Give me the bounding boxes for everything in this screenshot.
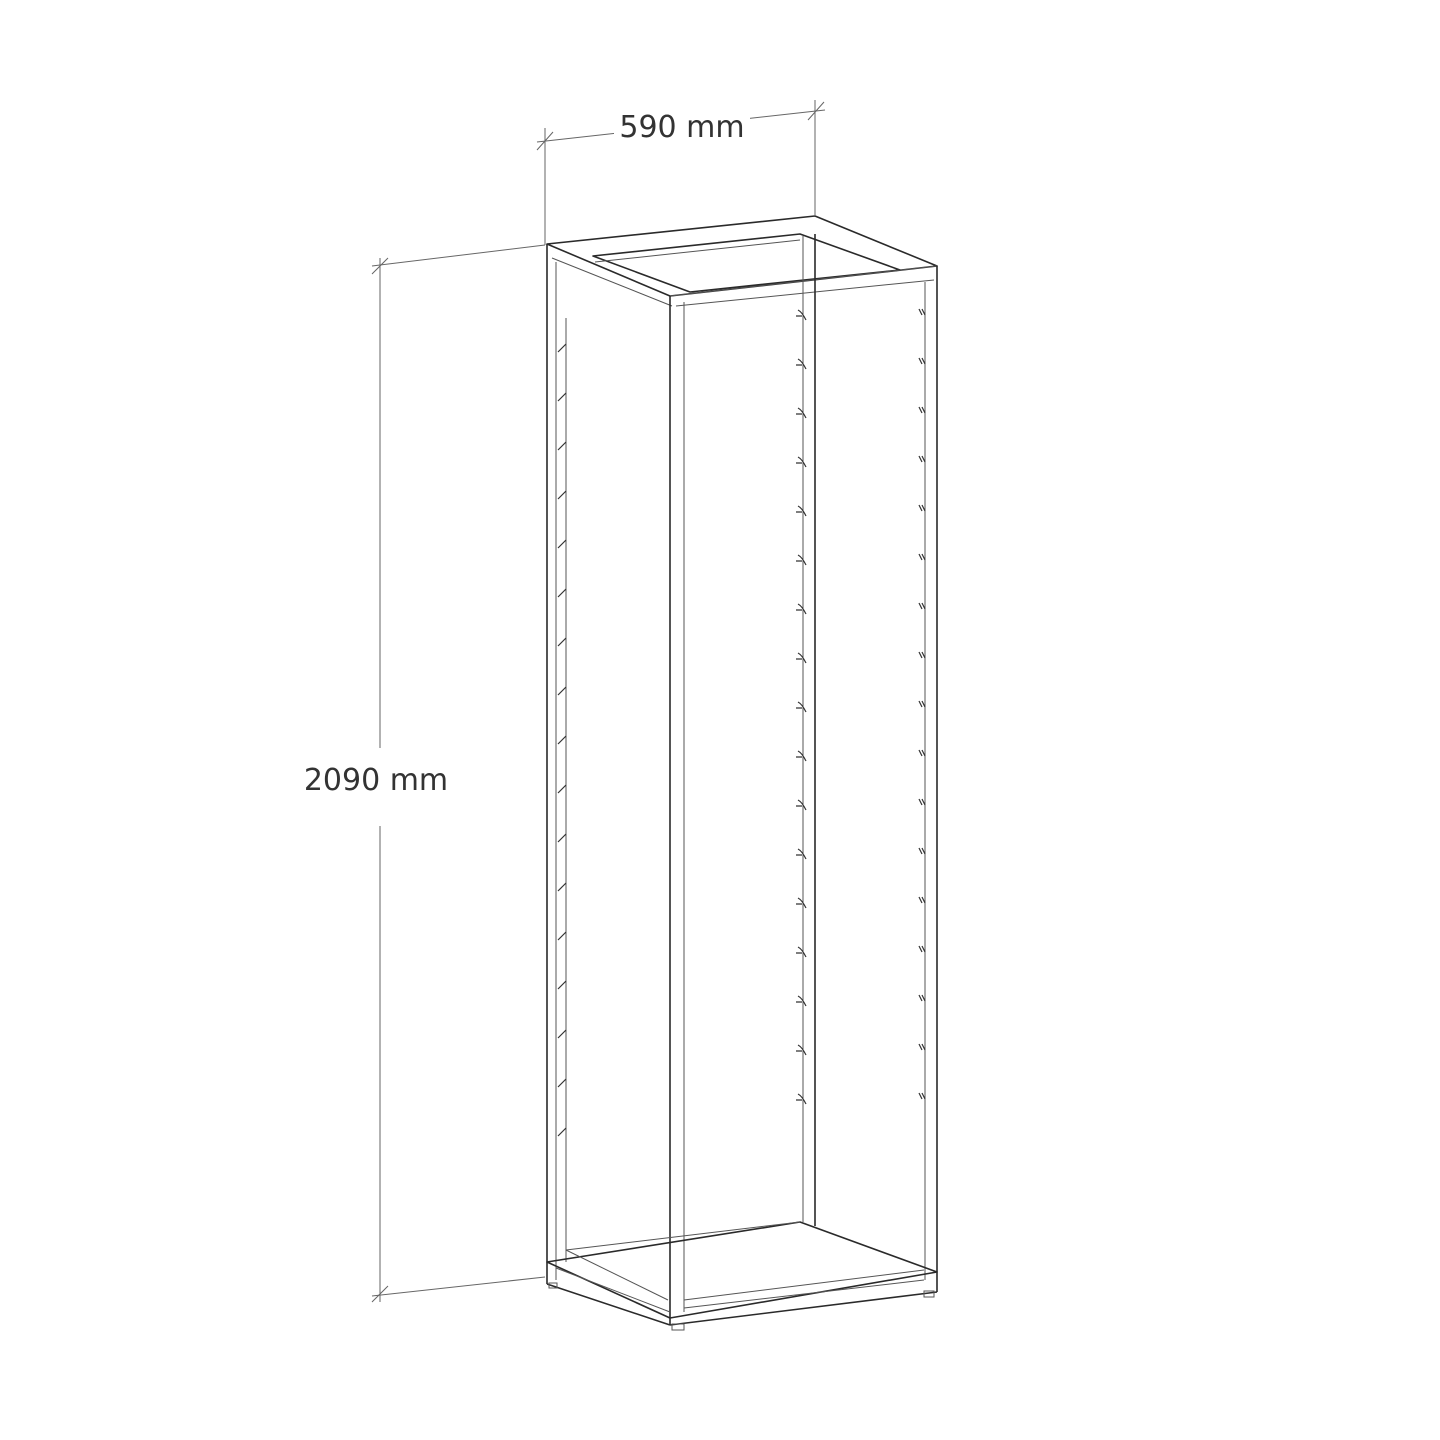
width-dimension: 590 mm — [536, 100, 826, 245]
middle-pin-slot — [796, 799, 807, 811]
middle-pin-slot — [796, 1044, 807, 1056]
left-pin-slot — [557, 686, 567, 696]
height-extension-top — [371, 244, 546, 267]
width-tick-left — [536, 131, 554, 151]
left-pin-slot — [557, 441, 567, 451]
left-pin-slot — [557, 539, 567, 549]
left-pin-slot — [557, 392, 567, 402]
top-frame-outer — [546, 215, 938, 297]
right-pin-slot — [918, 651, 926, 659]
height-tick-top — [371, 257, 389, 275]
top-frame-left-lower — [551, 257, 673, 307]
right-post-pin-slots — [918, 308, 926, 1100]
middle-pin-slot — [796, 456, 807, 468]
left-post-pin-slots — [557, 343, 567, 1137]
left-pin-slot — [557, 637, 567, 647]
right-pin-slot — [918, 847, 926, 855]
height-label: 2090 mm — [304, 763, 448, 798]
width-tick-right — [807, 101, 825, 121]
left-pin-slot — [557, 980, 567, 990]
left-pin-slot — [557, 931, 567, 941]
foot-front-right — [923, 1290, 935, 1298]
height-tick-bottom — [371, 1285, 389, 1303]
middle-pin-slot — [796, 554, 807, 566]
bottom-frame-outer — [546, 1221, 938, 1319]
middle-pin-slot — [796, 407, 807, 419]
bottom-shelf-left — [565, 1249, 669, 1301]
foot-back-left — [548, 1282, 558, 1289]
left-pin-slot — [557, 735, 567, 745]
middle-pin-slot — [796, 505, 807, 517]
middle-pin-slot — [796, 946, 807, 958]
middle-pin-slot — [796, 701, 807, 713]
right-pin-slot — [918, 798, 926, 806]
right-pin-slot — [918, 357, 926, 365]
middle-pin-slot — [796, 848, 807, 860]
top-frame-front-lower — [675, 279, 935, 307]
left-pin-slot — [557, 490, 567, 500]
width-label: 590 mm — [619, 110, 744, 145]
middle-pin-slot — [796, 995, 807, 1007]
right-pin-slot — [918, 602, 926, 610]
right-pin-slot — [918, 994, 926, 1002]
cabinet-frame — [546, 215, 938, 1331]
bottom-front-rail-upper — [683, 1279, 925, 1309]
right-pin-slot — [918, 455, 926, 463]
left-pin-slot — [557, 1127, 567, 1137]
top-frame-back-lower — [594, 239, 801, 263]
bottom-left-rail — [546, 1283, 671, 1326]
right-pin-slot — [918, 945, 926, 953]
middle-pin-slot — [796, 309, 807, 321]
middle-pin-slot — [796, 897, 807, 909]
left-pin-slot — [557, 588, 567, 598]
right-pin-slot — [918, 1043, 926, 1051]
right-pin-slot — [918, 406, 926, 414]
right-pin-slot — [918, 896, 926, 904]
bottom-shelf-front — [683, 1269, 925, 1301]
middle-pin-slot — [796, 750, 807, 762]
left-pin-slot — [557, 1078, 567, 1088]
height-dimension: 2090 mm — [304, 244, 546, 1303]
left-pin-slot — [557, 784, 567, 794]
right-pin-slot — [918, 308, 926, 316]
left-pin-slot — [557, 343, 567, 353]
right-pin-slot — [918, 1092, 926, 1100]
middle-pin-slot — [796, 1093, 807, 1105]
height-label-bg — [306, 748, 446, 826]
height-extension-bottom — [371, 1276, 546, 1297]
right-pin-slot — [918, 553, 926, 561]
middle-pin-slot — [796, 652, 807, 664]
right-pin-slot — [918, 749, 926, 757]
left-pin-slot — [557, 882, 567, 892]
foot-front-left — [671, 1323, 685, 1331]
middle-pin-slot — [796, 603, 807, 615]
middle-post-pin-slots — [796, 309, 807, 1105]
middle-pin-slot — [796, 358, 807, 370]
left-pin-slot — [557, 833, 567, 843]
bottom-shelf-back — [565, 1221, 801, 1251]
width-label-bg — [614, 108, 750, 144]
bottom-left-rail-upper — [555, 1267, 671, 1313]
right-pin-slot — [918, 700, 926, 708]
left-pin-slot — [557, 1029, 567, 1039]
bottom-front-rail — [669, 1291, 938, 1326]
right-pin-slot — [918, 504, 926, 512]
